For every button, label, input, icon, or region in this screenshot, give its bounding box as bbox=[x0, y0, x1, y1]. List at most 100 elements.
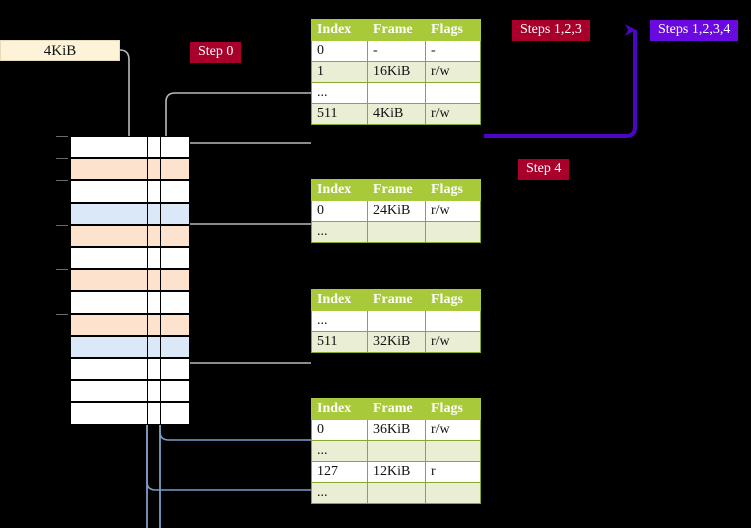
table-cell bbox=[425, 482, 481, 504]
table-row: ... bbox=[311, 221, 481, 243]
memory-column-divider bbox=[147, 136, 148, 425]
memory-frame-row bbox=[70, 158, 190, 181]
table-cell: 1 bbox=[311, 61, 368, 83]
table-cell bbox=[367, 221, 426, 243]
label-steps-123: Steps 1,2,3 bbox=[512, 20, 590, 41]
memory-tick-mark bbox=[56, 136, 68, 137]
memory-frame-row bbox=[70, 380, 190, 403]
table-cell: ... bbox=[311, 310, 368, 332]
label-step-4: Step 4 bbox=[518, 159, 570, 180]
table-cell: 0 bbox=[311, 40, 368, 62]
column-header: Flags bbox=[425, 289, 481, 311]
table-cell bbox=[367, 82, 426, 104]
memory-tick-mark bbox=[56, 180, 68, 182]
wire-memory-to-l2 bbox=[166, 311, 311, 364]
table-row: ... bbox=[311, 482, 481, 504]
wire-violet-bracket bbox=[484, 24, 637, 138]
memory-tick-mark bbox=[56, 313, 68, 315]
table-cell: r/w bbox=[425, 331, 481, 353]
table-cell bbox=[425, 221, 481, 243]
table-cell: 0 bbox=[311, 419, 368, 441]
label-steps-1234: Steps 1,2,3,4 bbox=[650, 20, 739, 41]
table-cell: 511 bbox=[311, 103, 368, 125]
table-cell bbox=[367, 482, 426, 504]
memory-frame-row bbox=[70, 247, 190, 270]
table-cell bbox=[367, 310, 426, 332]
memory-frame-row bbox=[70, 313, 190, 336]
column-header: Index bbox=[311, 289, 368, 311]
table-cell: ... bbox=[311, 440, 368, 462]
table-row: 0-- bbox=[311, 40, 481, 62]
table-cell: 24KiB bbox=[367, 200, 426, 222]
memory-frame-row bbox=[70, 202, 190, 225]
memory-tick-mark bbox=[56, 158, 68, 160]
column-header: Flags bbox=[425, 19, 481, 41]
table-cell: 4KiB bbox=[367, 103, 426, 125]
table-cell: r/w bbox=[425, 103, 481, 125]
column-header: Index bbox=[311, 179, 368, 201]
table-cell: 0 bbox=[311, 200, 368, 222]
table-cell: ... bbox=[311, 221, 368, 243]
table-row: ... bbox=[311, 310, 481, 332]
memory-frame-row bbox=[70, 180, 190, 203]
column-header: Flags bbox=[425, 179, 481, 201]
memory-frame-row bbox=[70, 136, 190, 159]
wire-memory-to-l4 bbox=[172, 142, 311, 158]
table-cell: 36KiB bbox=[367, 419, 426, 441]
table-cell: 12KiB bbox=[367, 461, 426, 483]
table-cell: 32KiB bbox=[367, 331, 426, 353]
column-header: Index bbox=[311, 19, 368, 41]
wire-l3-0-to-memory bbox=[173, 223, 311, 266]
table-cell: r bbox=[425, 461, 481, 483]
column-header: Frame bbox=[367, 289, 426, 311]
memory-frame-row bbox=[70, 335, 190, 358]
memory-frame-row bbox=[70, 269, 190, 292]
table-row: ... bbox=[311, 82, 481, 104]
page-size-box: 4KiB bbox=[0, 40, 120, 61]
label-step-0: Step 0 bbox=[190, 42, 242, 63]
column-header: Frame bbox=[367, 19, 426, 41]
memory-frame-row bbox=[70, 291, 190, 314]
table-cell: 511 bbox=[311, 331, 368, 353]
memory-column-divider bbox=[160, 136, 161, 425]
table-cell: ... bbox=[311, 482, 368, 504]
memory-tick-mark bbox=[56, 269, 68, 271]
column-header: Flags bbox=[425, 398, 481, 420]
memory-frame-row bbox=[70, 402, 190, 425]
memory-tick-mark bbox=[56, 224, 68, 226]
table-cell bbox=[425, 310, 481, 332]
table-cell: r/w bbox=[425, 200, 481, 222]
table-cell: 16KiB bbox=[367, 61, 426, 83]
table-cell bbox=[425, 440, 481, 462]
table-cell: - bbox=[367, 40, 426, 62]
table-cell: r/w bbox=[425, 61, 481, 83]
table-cell bbox=[425, 82, 481, 104]
table-cell bbox=[367, 440, 426, 462]
column-header: Frame bbox=[367, 179, 426, 201]
column-header: Frame bbox=[367, 398, 426, 420]
table-cell: 127 bbox=[311, 461, 368, 483]
physical-memory-column bbox=[56, 136, 190, 425]
table-cell: ... bbox=[311, 82, 368, 104]
table-cell: r/w bbox=[425, 419, 481, 441]
memory-frame-row bbox=[70, 224, 190, 247]
wire-blue-to-l1-row127 bbox=[146, 415, 311, 491]
table-cell: - bbox=[425, 40, 481, 62]
memory-frame-row bbox=[70, 358, 190, 381]
table-row: ... bbox=[311, 440, 481, 462]
column-header: Index bbox=[311, 398, 368, 420]
